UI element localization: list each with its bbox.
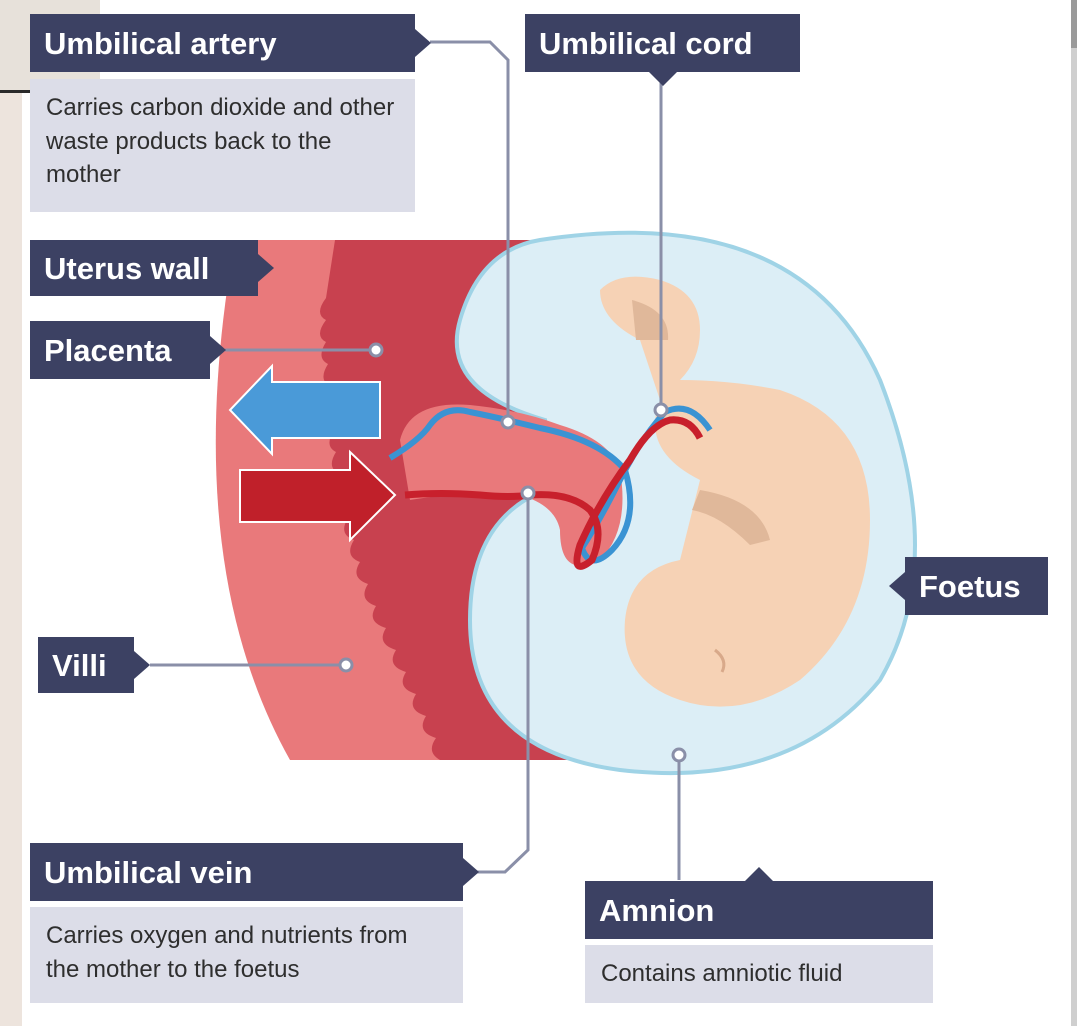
description-amnion: Contains amniotic fluid [585, 945, 933, 1003]
label-uterus-wall: Uterus wall [30, 240, 258, 296]
pointer-umbilical-vein [522, 487, 534, 499]
pointer-placenta [370, 344, 382, 356]
pointer-villi [340, 659, 352, 671]
pointer-amnion [673, 749, 685, 761]
label-foetus: Foetus [905, 557, 1048, 615]
label-umbilical-vein: Umbilical vein [30, 843, 463, 901]
label-amnion: Amnion [585, 881, 933, 939]
label-villi: Villi [38, 637, 134, 693]
label-placenta: Placenta [30, 321, 210, 379]
pointer-umbilical-artery [502, 416, 514, 428]
description-umbilical-vein: Carries oxygen and nutrients from the mo… [30, 907, 463, 1003]
description-umbilical-artery: Carries carbon dioxide and other waste p… [30, 79, 415, 212]
pointer-umbilical-cord [655, 404, 667, 416]
label-umbilical-artery: Umbilical artery [30, 14, 415, 72]
label-umbilical-cord: Umbilical cord [525, 14, 800, 72]
